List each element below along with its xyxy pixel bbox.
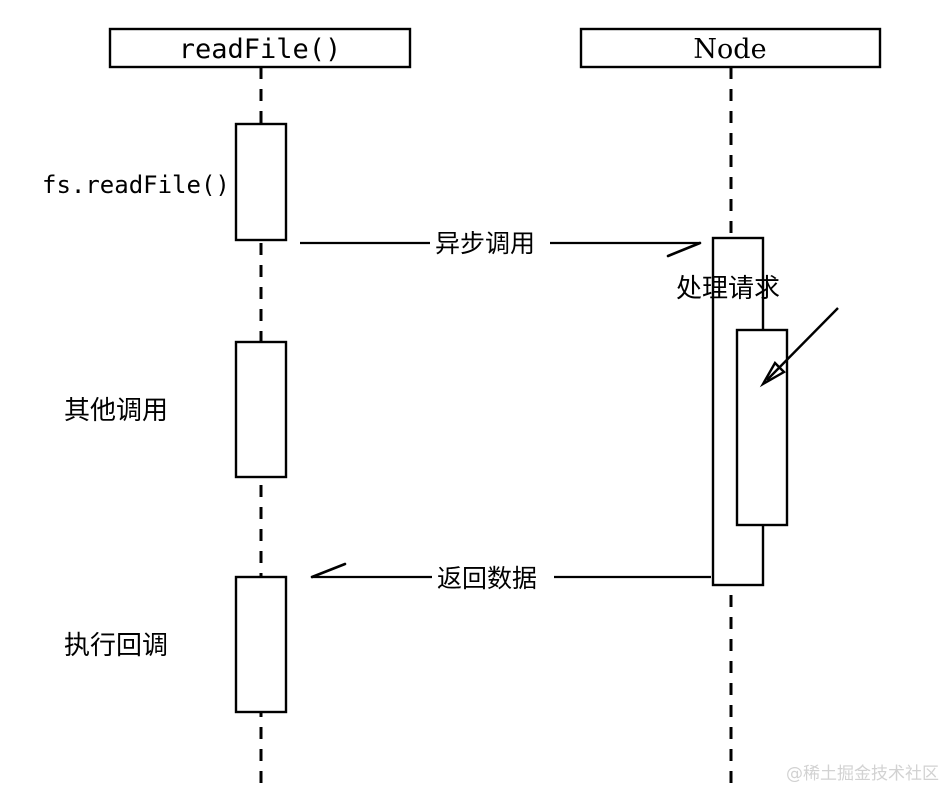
participant-label-readfile: readFile() xyxy=(179,34,342,65)
participant-box-readfile[interactable] xyxy=(108,27,412,69)
participant-box-node[interactable] xyxy=(579,27,882,69)
label-other-calls: 其他调用 xyxy=(64,396,168,426)
activation-bar-readfile-2[interactable] xyxy=(234,340,288,479)
message-label-return-data: 返回数据 xyxy=(437,564,537,593)
message-label-async-call: 异步调用 xyxy=(435,229,535,258)
arrowhead-left-icon xyxy=(310,562,347,579)
pointer-arrow-head-icon xyxy=(759,361,786,388)
watermark-text: @稀土掘金技术社区 xyxy=(786,764,939,784)
activation-bar-readfile-1[interactable] xyxy=(234,122,288,242)
message-async-call[interactable]: 异步调用 xyxy=(300,224,702,258)
participant-header-readfile[interactable]: readFile() xyxy=(108,27,412,69)
message-label-bg-return-data xyxy=(432,558,554,592)
message-label-bg-async-call xyxy=(430,224,550,258)
participant-header-node[interactable]: Node xyxy=(579,27,882,69)
arrowhead-right-icon xyxy=(666,241,702,258)
label-handle-request: 处理请求 xyxy=(676,274,780,304)
participant-label-node: Node xyxy=(693,34,766,65)
label-execute-callback: 执行回调 xyxy=(64,631,168,661)
annotation-pointer-arrow xyxy=(759,307,839,388)
label-fs-readfile: fs.readFile() xyxy=(42,171,230,199)
message-return-data[interactable]: 返回数据 xyxy=(310,558,711,593)
activation-bar-readfile-3[interactable] xyxy=(234,575,288,714)
activation-bar-node-inner[interactable] xyxy=(735,328,789,527)
